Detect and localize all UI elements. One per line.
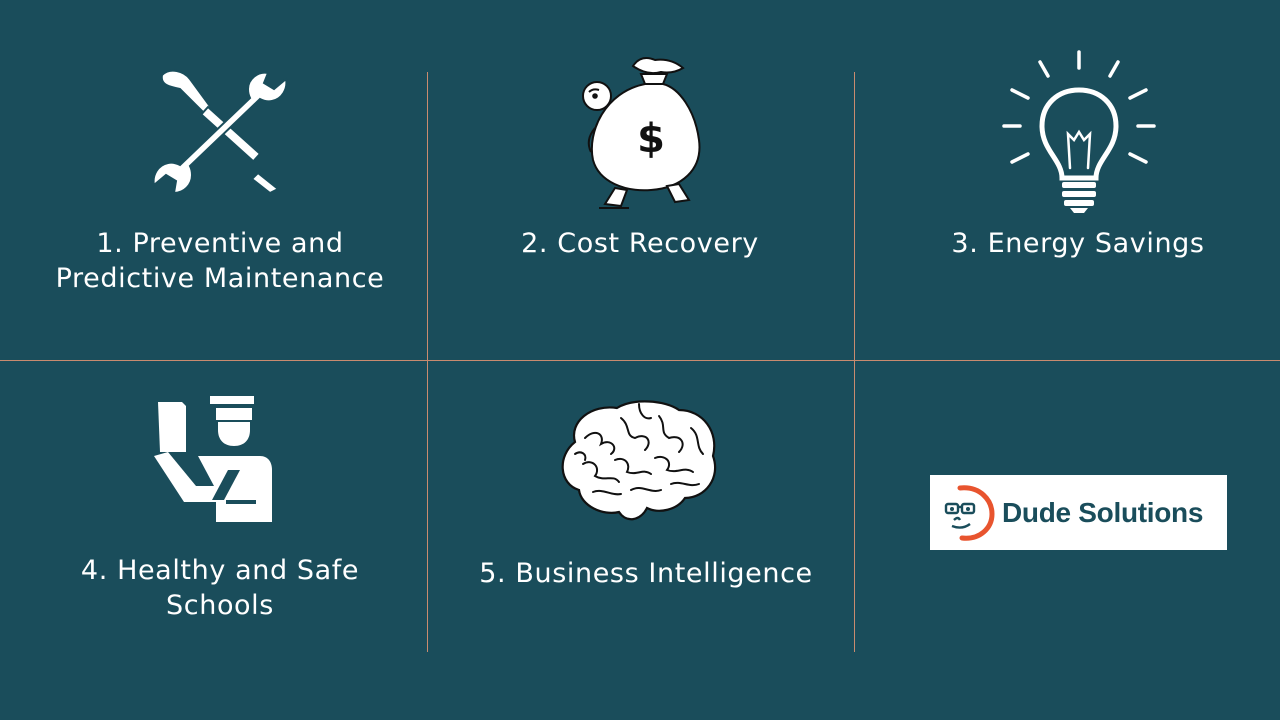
item-label-cost-recovery: 2. Cost Recovery bbox=[521, 228, 759, 259]
money-bag-icon: $ bbox=[582, 57, 701, 209]
divider-vertical-1 bbox=[427, 72, 428, 652]
brain-icon bbox=[561, 400, 717, 521]
item-label-healthy-safe-schools: 4. Healthy and Safe Schools bbox=[80, 555, 360, 621]
dude-solutions-logo: Dude Solutions bbox=[930, 475, 1227, 550]
item-label-maintenance: 1. Preventive and Predictive Maintenance bbox=[55, 228, 385, 294]
item-label-energy-savings: 3. Energy Savings bbox=[951, 228, 1205, 259]
divider-horizontal bbox=[0, 360, 1280, 361]
wrench-screwdriver-icon bbox=[152, 69, 288, 195]
security-officer-icon bbox=[154, 396, 272, 522]
divider-vertical-2 bbox=[854, 72, 855, 652]
item-label-business-intelligence: 5. Business Intelligence bbox=[479, 558, 813, 589]
light-bulb-icon bbox=[1002, 50, 1156, 213]
logo-text: Dude Solutions bbox=[1002, 496, 1204, 528]
dude-face-icon bbox=[944, 484, 995, 541]
svg-text:$: $ bbox=[637, 116, 665, 162]
